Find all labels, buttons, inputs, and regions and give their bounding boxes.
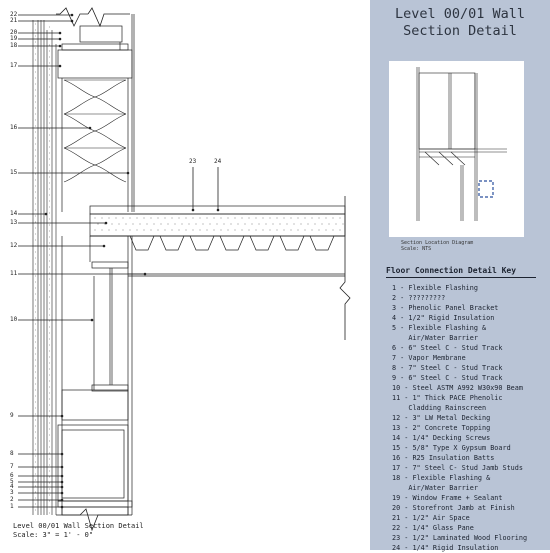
callout-label: 3 [10, 489, 14, 496]
callout-label: 7 [10, 463, 14, 470]
key-title: Floor Connection Detail Key [386, 266, 517, 275]
break-line-top [56, 7, 88, 27]
key-title-underline [386, 277, 536, 278]
key-item: 12 - 3" LW Metal Decking [392, 414, 491, 422]
callout-label: 20 [10, 29, 18, 36]
key-item: 3 - Phenolic Panel Bracket [392, 304, 499, 312]
key-item: 15 - 5/8" Type X Gypsum Board [392, 444, 511, 452]
location-diagram-scale: Scale: NTS [401, 246, 432, 252]
callout-label: 22 [10, 11, 18, 18]
callout-label: 18 [10, 42, 18, 49]
key-item: 17 - 7" Steel C- Stud Jamb Studs [392, 464, 523, 472]
drawing-title-block: Level 00/01 Wall Section Detail Scale: 3… [13, 522, 144, 540]
key-item: 2 - ????????? [392, 294, 446, 302]
callout-label: 11 [10, 270, 18, 277]
insulation-batts-upper [63, 79, 127, 183]
key-item: 1 - Flexible Flashing [392, 284, 478, 292]
sheet-title: Level 00/01 Wall Section Detail [370, 6, 550, 40]
callout-label: 14 [10, 210, 18, 217]
key-list: 1 - Flexible Flashing 2 - ????????? 3 - Ph… [392, 283, 527, 553]
sheet-sidebar: Level 00/01 Wall Section Detail [370, 0, 550, 553]
concrete-topping-hatch [94, 217, 344, 231]
callout-label: 6 [10, 472, 14, 479]
key-item: 6 - 6" Steel C - Stud Track [392, 344, 503, 352]
location-diagram-svg [416, 67, 507, 221]
key-item: 10 - Steel ASTM A992 W30x90 Beam [392, 384, 523, 392]
callout-label: 23 [189, 158, 197, 165]
callout-label: 21 [10, 17, 18, 24]
key-item: 8 - 7" Steel C - Stud Track [392, 364, 503, 372]
storefront-sill [57, 424, 133, 516]
callout-label: 5 [10, 478, 14, 485]
key-item: 5 - Flexible Flashing & [392, 324, 487, 332]
break-line-bottom [56, 508, 132, 532]
key-item: Air/Water Barrier [392, 484, 478, 492]
key-item: 4 - 1/2" Rigid Insulation [392, 314, 495, 322]
key-item: 9 - 6" Steel C - Stud Track [392, 374, 503, 382]
callout-label: 8 [10, 450, 14, 457]
key-item: 24 - 1/4" Rigid Insulation [392, 544, 499, 552]
wall-section-svg [18, 7, 351, 532]
callout-label: 19 [10, 35, 18, 42]
callout-label: 13 [10, 219, 18, 226]
key-item: 23 - 1/2" Laminated Wood Flooring [392, 534, 528, 542]
sheet-title-line-2: Section Detail [403, 23, 517, 39]
section-location-marker [478, 180, 494, 198]
storefront-head [57, 25, 133, 79]
location-diagram-title: Section Location Diagram [401, 240, 474, 246]
drawing-scale: Scale: 3" = 1' - 0" [13, 531, 94, 539]
key-item: Air/Water Barrier [392, 334, 478, 342]
key-item: Cladding Rainscreen [392, 404, 487, 412]
break-line-top-right [87, 7, 130, 28]
stud-cavity-upper [61, 14, 135, 212]
callout-label: 24 [214, 158, 222, 165]
callout-label: 9 [10, 412, 14, 419]
key-item: 16 - R25 Insulation Batts [392, 454, 495, 462]
key-item: 21 - 1/2" Air Space [392, 514, 470, 522]
key-item: 20 - Storefront Jamb at Finish [392, 504, 515, 512]
callout-label: 12 [10, 242, 18, 249]
metal-decking [90, 235, 345, 251]
callout-label: 4 [10, 483, 14, 490]
key-item: 7 - Vapor Membrane [392, 354, 466, 362]
leader-lines [18, 13, 220, 509]
key-item: 19 - Window Frame + Sealant [392, 494, 503, 502]
sheet-title-line-1: Level 00/01 Wall [394, 6, 526, 22]
stud-cavity-lower [61, 236, 133, 515]
key-item: 11 - 1" Thick PACE Phenolic [392, 394, 503, 402]
cladding-layers [32, 20, 57, 515]
key-item: 18 - Flexible Flashing & [392, 474, 491, 482]
callout-label: 1 [10, 503, 14, 510]
callout-label: 2 [10, 496, 14, 503]
callout-label: 10 [10, 316, 18, 323]
callout-label: 16 [10, 124, 18, 131]
drawing-title: Level 00/01 Wall Section Detail [13, 522, 144, 530]
break-line-right [339, 196, 351, 340]
steel-beam [91, 261, 345, 392]
key-item: 14 - 1/4" Decking Screws [392, 434, 491, 442]
cladding-hatch [35, 23, 50, 514]
key-item: 22 - 1/4" Glass Pane [392, 524, 474, 532]
callout-label: 17 [10, 62, 18, 69]
callout-label: 15 [10, 169, 18, 176]
key-item: 13 - 2" Concrete Topping [392, 424, 491, 432]
section-location-diagram [389, 61, 524, 237]
location-diagram-caption: Section Location Diagram Scale: NTS [401, 240, 473, 252]
